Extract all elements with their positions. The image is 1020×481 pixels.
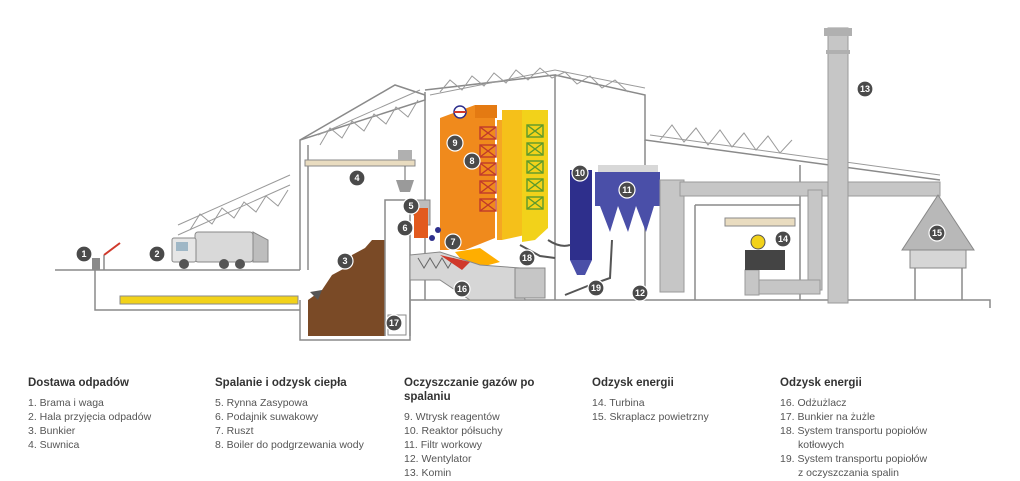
badge-3: 3 xyxy=(336,252,354,270)
badge-17: 17 xyxy=(385,314,403,332)
badge-14: 14 xyxy=(774,230,792,248)
gate-and-scale xyxy=(92,242,121,270)
legend-item: 17. Bunkier na żużle xyxy=(780,411,876,423)
legend-item: 12. Wentylator xyxy=(404,453,472,465)
legend-title: Odzysk energii xyxy=(780,377,862,389)
incineration-plant-diagram: 1 2 3 4 5 6 7 8 9 10 11 12 13 14 15 16 1… xyxy=(55,27,991,341)
flue-ducts xyxy=(659,179,941,296)
legend-item: 14. Turbina xyxy=(592,397,645,409)
legend-item: 15. Skraplacz powietrzny xyxy=(592,411,709,423)
badge-11: 11 xyxy=(618,181,636,199)
svg-text:9: 9 xyxy=(452,138,457,148)
legend-item: 11. Filtr workowy xyxy=(404,439,482,451)
svg-text:7: 7 xyxy=(450,237,455,247)
legend-item: 10. Reaktor półsuchy xyxy=(404,425,503,437)
svg-text:14: 14 xyxy=(778,234,788,244)
legend-item-line: kotłowych xyxy=(798,439,845,451)
badge-7: 7 xyxy=(444,233,462,251)
crane-beam xyxy=(304,150,416,192)
badge-15: 15 xyxy=(928,224,946,242)
legend-item-line: 19. System transportu popiołów xyxy=(780,453,928,465)
badge-4: 4 xyxy=(348,169,366,187)
receiving-hall-floor xyxy=(119,295,299,305)
ground-line xyxy=(55,269,991,341)
svg-text:2: 2 xyxy=(154,249,159,259)
badge-9: 9 xyxy=(446,134,464,152)
svg-text:5: 5 xyxy=(408,201,413,211)
svg-text:6: 6 xyxy=(402,223,407,233)
svg-text:12: 12 xyxy=(635,288,645,298)
svg-text:1: 1 xyxy=(81,249,86,259)
legend-item: 5. Rynna Zasypowa xyxy=(215,397,308,409)
legend-item: 8. Boiler do podgrzewania wody xyxy=(215,439,364,451)
legend-item: 13. Komin xyxy=(404,467,452,479)
badge-10: 10 xyxy=(571,164,589,182)
badge-13: 13 xyxy=(856,80,874,98)
svg-text:13: 13 xyxy=(860,84,870,94)
boiler xyxy=(429,105,548,270)
legend-item: 9. Wtrysk reagentów xyxy=(404,411,500,423)
svg-text:15: 15 xyxy=(932,228,942,238)
svg-text:4: 4 xyxy=(354,173,359,183)
semi-dry-reactor xyxy=(547,170,592,275)
svg-text:16: 16 xyxy=(457,284,467,294)
grate-and-furnace xyxy=(409,251,546,301)
legend-item: 7. Ruszt xyxy=(215,425,254,437)
svg-text:18: 18 xyxy=(522,253,532,263)
legend-item: 16. Odżużlacz xyxy=(780,397,847,409)
legend-flue-gas-cleaning: Oczyszczanie gazów po spalaniu 9. Wtrysk… xyxy=(404,376,539,480)
badge-16: 16 xyxy=(453,280,471,298)
svg-text:19: 19 xyxy=(591,283,601,293)
legend-item: 3. Bunkier xyxy=(28,425,76,437)
badge-8: 8 xyxy=(463,152,481,170)
svg-text:17: 17 xyxy=(389,318,399,328)
legend-item-line: z oczyszczania spalin xyxy=(798,467,899,479)
legend-title: Dostawa odpadów xyxy=(28,377,129,389)
badge-19: 19 xyxy=(587,279,605,297)
legend-item: 4. Suwnica xyxy=(28,439,80,451)
badge-6: 6 xyxy=(396,219,414,237)
legend-item: 19. System transportu popiołów z oczyszcz… xyxy=(780,452,980,480)
legend-energy-recovery-1: Odzysk energii 14. Turbina 15. Skraplacz… xyxy=(592,376,757,424)
badge-12: 12 xyxy=(631,284,649,302)
svg-text:10: 10 xyxy=(575,168,585,178)
stack xyxy=(824,27,852,304)
legend-item: 1. Brama i waga xyxy=(28,397,104,409)
svg-text:11: 11 xyxy=(622,185,632,195)
air-condenser xyxy=(901,194,975,300)
badge-2: 2 xyxy=(148,245,166,263)
svg-text:3: 3 xyxy=(342,256,347,266)
legend-item-line: 18. System transportu popiołów xyxy=(780,425,928,437)
legend-item: 2. Hala przyjęcia odpadów xyxy=(28,411,152,423)
roof-truss-top xyxy=(317,67,941,176)
badge-18: 18 xyxy=(518,249,536,267)
legend-item: 6. Podajnik suwakowy xyxy=(215,411,319,423)
receiving-hall-truss xyxy=(177,174,291,236)
badge-5: 5 xyxy=(402,197,420,215)
legend-item: 18. System transportu popiołów kotłowych xyxy=(780,424,980,452)
legend-waste-delivery: Dostawa odpadów 1. Brama i waga 2. Hala … xyxy=(28,376,198,452)
legend-energy-recovery-2: Odzysk energii 16. Odżużlacz 17. Bunkier… xyxy=(780,376,980,480)
badge-1: 1 xyxy=(75,245,93,263)
garbage-truck xyxy=(171,231,269,269)
svg-text:8: 8 xyxy=(469,156,474,166)
legend-title: Oczyszczanie gazów po spalaniu xyxy=(404,377,535,403)
legend-combustion: Spalanie i odzysk ciepła 5. Rynna Zasypo… xyxy=(215,376,395,452)
legend-title: Spalanie i odzysk ciepła xyxy=(215,377,347,389)
legend-title: Odzysk energii xyxy=(592,377,674,389)
turbine-room xyxy=(694,204,800,300)
